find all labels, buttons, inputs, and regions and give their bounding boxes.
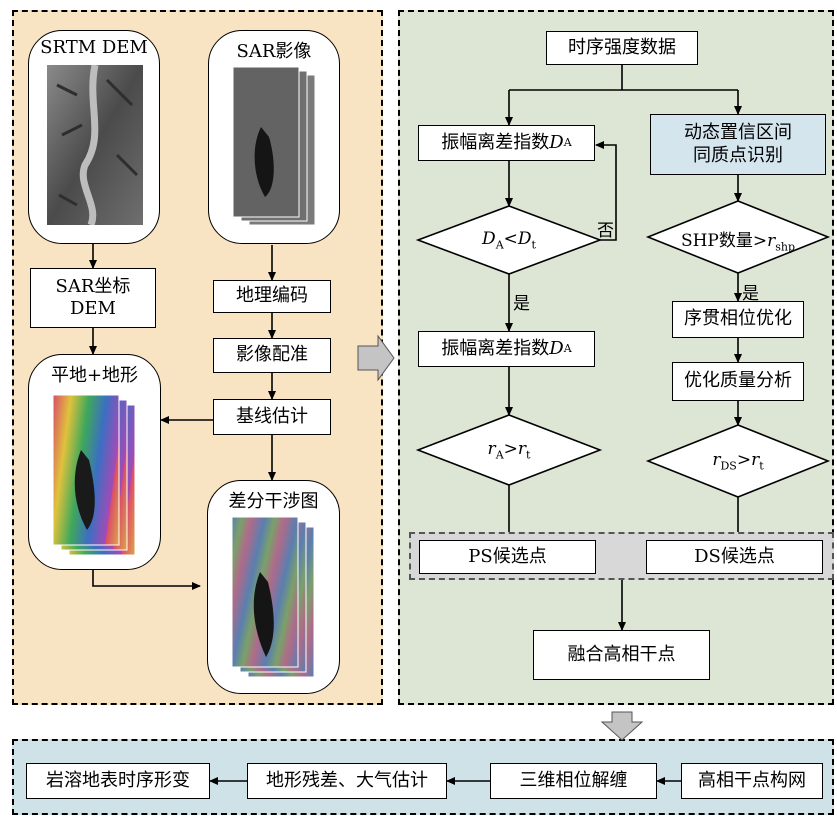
cond1-op: < xyxy=(503,229,518,249)
time-series-box: 时序强度数据 xyxy=(546,31,698,65)
residual-box: 地形残差、大气估计 xyxy=(247,763,447,799)
da-sub-2: A xyxy=(563,342,572,356)
rt-r: r xyxy=(517,439,527,459)
shp-r: r xyxy=(767,231,776,251)
flat-topo-card: 平地+地形 xyxy=(28,354,161,570)
decision-da-dt xyxy=(415,205,603,275)
dynamic-ci-box: 动态置信区间 同质点识别 xyxy=(650,114,826,175)
decision-rds-rt-text: rDS>rt xyxy=(678,450,798,472)
ra-sub: A xyxy=(495,448,504,462)
da-symbol-2: D xyxy=(549,337,564,359)
rds-rt: r xyxy=(751,450,760,470)
shp-label: SHP数量> xyxy=(680,231,768,251)
rds-r: r xyxy=(712,450,721,470)
cond1-left: D xyxy=(482,229,496,249)
diff-ifg-card: 差分干涉图 xyxy=(207,480,340,694)
sar-dem-box: SAR坐标 DEM xyxy=(30,268,156,328)
decision-da-dt-text: DA<Dt xyxy=(449,229,569,251)
network-box: 高相干点构网 xyxy=(681,763,823,799)
flat-topo-title: 平地+地形 xyxy=(50,365,139,386)
rds-rt-sub: t xyxy=(759,459,764,473)
down-arrow-icon xyxy=(600,711,644,741)
deformation-box: 岩溶地表时序形变 xyxy=(26,763,210,799)
diff-ifg-image xyxy=(231,517,315,678)
da-sub-1: A xyxy=(563,136,572,150)
amp-disp-label-1: 振幅离差指数 xyxy=(441,131,550,153)
dynamic-ci-line2: 同质点识别 xyxy=(693,144,783,166)
srtm-dem-image xyxy=(47,65,143,225)
decision-ra-rt xyxy=(415,414,603,486)
cond1-left-sub: A xyxy=(495,238,504,252)
diff-ifg-title: 差分干涉图 xyxy=(228,491,319,512)
phase-optimization-box: 序贯相位优化 xyxy=(672,301,804,338)
ps-candidate-box: PS候选点 xyxy=(419,540,596,574)
ra-op: > xyxy=(503,439,518,459)
rds-op: > xyxy=(736,450,752,470)
amp-disp-label-2: 振幅离差指数 xyxy=(441,337,550,359)
sar-dem-line2: DEM xyxy=(69,298,116,319)
sar-image-title: SAR影像 xyxy=(236,41,312,62)
yes-label-2: 是 xyxy=(742,284,759,304)
decision-shp-text: SHP数量>rshp xyxy=(668,226,808,253)
unwrap-box: 三维相位解缠 xyxy=(490,763,657,799)
sar-dem-line1: SAR坐标 xyxy=(55,275,131,297)
sar-image-card: SAR影像 xyxy=(208,30,340,244)
decision-ra-rt-text: rA>rt xyxy=(449,439,569,461)
ra-r: r xyxy=(487,439,496,459)
rds-sub: DS xyxy=(720,459,737,473)
no-label: 否 xyxy=(597,221,614,241)
rt-sub: t xyxy=(526,448,531,462)
flat-topo-image xyxy=(52,395,136,556)
right-arrow-icon xyxy=(357,334,395,382)
geocode-box: 地理编码 xyxy=(213,280,331,313)
cond1-right: D xyxy=(517,229,532,249)
decision-rds-rt xyxy=(645,424,831,498)
da-symbol-1: D xyxy=(549,131,564,153)
sar-image-stack xyxy=(232,67,316,226)
srtm-title: SRTM DEM xyxy=(40,37,148,58)
srtm-dem-card: SRTM DEM xyxy=(28,30,160,244)
fusion-box: 融合高相干点 xyxy=(533,630,710,680)
quality-analysis-box: 优化质量分析 xyxy=(672,362,804,401)
shp-sub: shp xyxy=(775,240,796,254)
coregistration-box: 影像配准 xyxy=(213,338,331,373)
dynamic-ci-line1: 动态置信区间 xyxy=(684,122,792,143)
ds-candidate-box: DS候选点 xyxy=(646,540,823,574)
yes-label-1: 是 xyxy=(513,294,530,314)
baseline-box: 基线估计 xyxy=(213,399,331,435)
cond1-right-sub: t xyxy=(531,238,536,252)
decision-shp xyxy=(645,200,831,274)
